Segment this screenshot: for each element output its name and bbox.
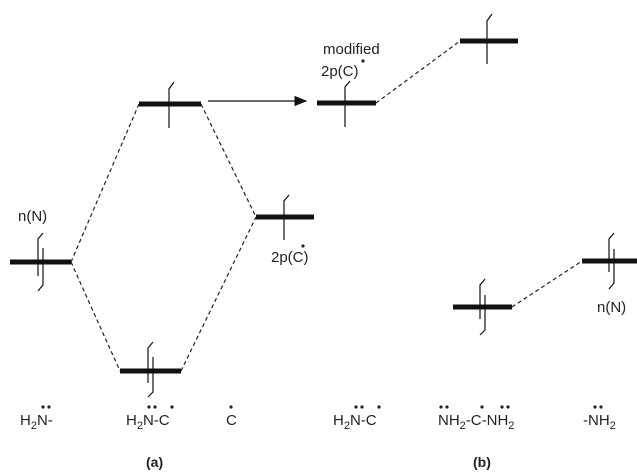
h2nc-fragment-label: H2N-C: [126, 405, 174, 432]
radical-dot: [361, 59, 365, 63]
correlation-line: [375, 40, 461, 104]
spin-up-arrow: [344, 80, 351, 127]
correlation-line: [70, 261, 121, 372]
modified-label: modified: [323, 41, 380, 58]
h2n-fragment-label: H2N-: [20, 405, 53, 432]
c-fragment-label: C: [226, 405, 237, 429]
modified-2p-c-label: 2p(C): [321, 63, 359, 80]
svg-text:H2N-: H2N-: [20, 412, 53, 432]
radical-dot: [301, 244, 305, 248]
spin-up-arrow: [168, 81, 175, 128]
spin-up-arrow: [486, 13, 493, 64]
spin-pair-arrows: [147, 341, 154, 398]
nh2-c-nh2-label: NH2-C-NH2: [438, 405, 514, 432]
spin-up-arrow: [283, 194, 290, 240]
2p-c-label: 2p(C): [271, 249, 309, 266]
spin-pair-arrows: [608, 232, 615, 290]
svg-text:H2N-C: H2N-C: [126, 412, 170, 432]
panel-label-b: (b): [473, 454, 491, 470]
correlation-line: [200, 103, 257, 218]
n-n-label: n(N): [18, 208, 47, 225]
correlation-line: [511, 260, 583, 308]
nh2-right-label: -NH2: [583, 405, 616, 432]
svg-text:NH2-C-NH2: NH2-C-NH2: [438, 412, 514, 432]
spin-pair-arrows: [479, 278, 486, 336]
correlation-line: [70, 103, 140, 263]
n-n-right-label: n(N): [597, 299, 626, 316]
svg-text:C: C: [226, 412, 237, 429]
spin-pair-arrows: [37, 232, 44, 292]
correlation-line: [180, 216, 257, 372]
svg-text:H2N-C: H2N-C: [333, 412, 377, 432]
panel-label-a: (a): [146, 454, 163, 470]
h2nc-b-fragment-label: H2N-C: [333, 405, 381, 432]
svg-text:-NH2: -NH2: [583, 412, 616, 432]
